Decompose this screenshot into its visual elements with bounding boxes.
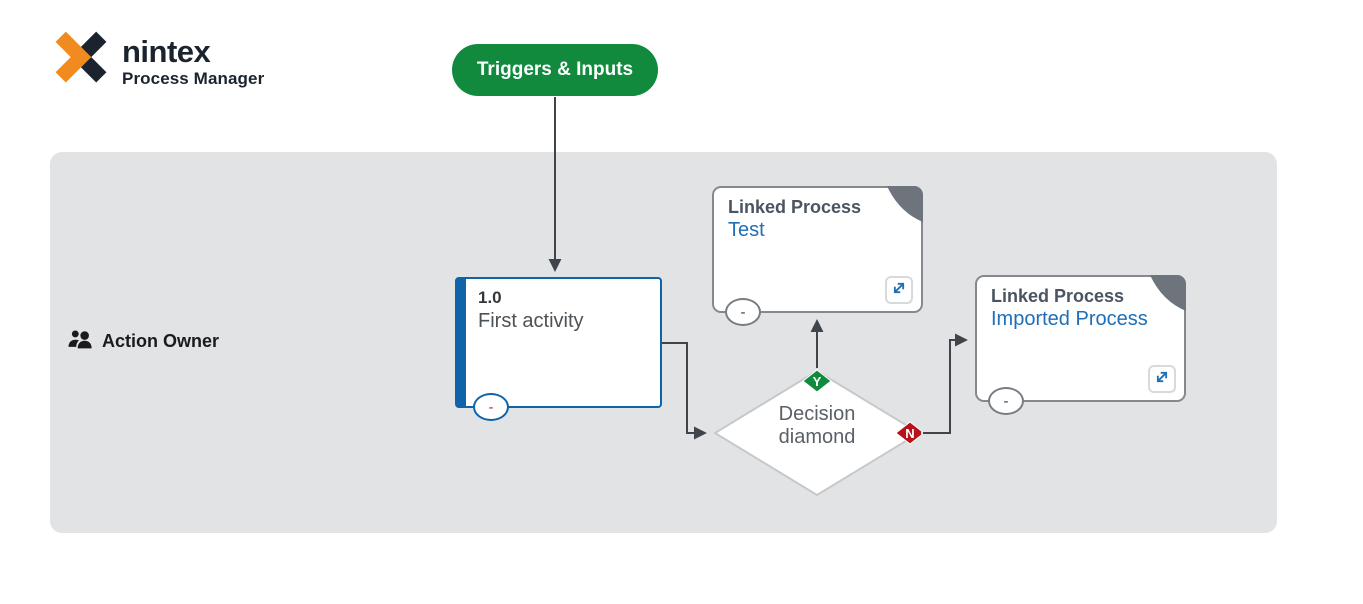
decision-yes-label: Y — [813, 374, 822, 389]
collapse-toggle[interactable]: - — [725, 298, 761, 326]
linked-process-test-node[interactable]: Linked Process Test - — [712, 186, 923, 326]
nintex-logo: nintex Process Manager — [52, 30, 264, 93]
decision-diamond-shape: Y N — [714, 369, 925, 496]
decision-no-label: N — [905, 426, 914, 441]
brand-subtitle: Process Manager — [122, 69, 265, 88]
activity-node[interactable]: 1.0 First activity - — [455, 277, 662, 421]
linked-process-imported-node[interactable]: Linked Process Imported Process - — [975, 275, 1186, 415]
nintex-x-icon — [52, 30, 110, 93]
expand-icon — [889, 278, 909, 303]
decision-diamond-node[interactable]: Y N Decision diamond — [713, 369, 925, 497]
folded-corner-icon — [1150, 275, 1186, 311]
collapse-toggle[interactable]: - — [473, 393, 509, 421]
people-icon — [68, 329, 93, 354]
collapse-toggle[interactable]: - — [988, 387, 1024, 415]
triggers-inputs-button[interactable]: Triggers & Inputs — [452, 44, 658, 96]
expand-icon — [1152, 367, 1172, 392]
decision-label: Decision diamond — [778, 403, 856, 448]
linked-process-type-label: Linked Process — [991, 286, 1125, 306]
brand-name: nintex — [122, 34, 211, 69]
lane-label-text: Action Owner — [102, 331, 220, 351]
linked-process-type-label: Linked Process — [728, 197, 862, 217]
folded-corner-icon — [887, 186, 923, 222]
lane-label: Action Owner — [68, 329, 219, 354]
decision-yes-marker — [802, 369, 832, 393]
expand-button[interactable] — [885, 276, 913, 304]
activity-name: First activity — [478, 310, 584, 332]
linked-process-name[interactable]: Test — [728, 219, 765, 241]
decision-no-marker — [895, 421, 925, 445]
activity-number: 1.0 — [478, 288, 502, 307]
linked-process-name[interactable]: Imported Process — [991, 308, 1148, 330]
expand-button[interactable] — [1148, 365, 1176, 393]
